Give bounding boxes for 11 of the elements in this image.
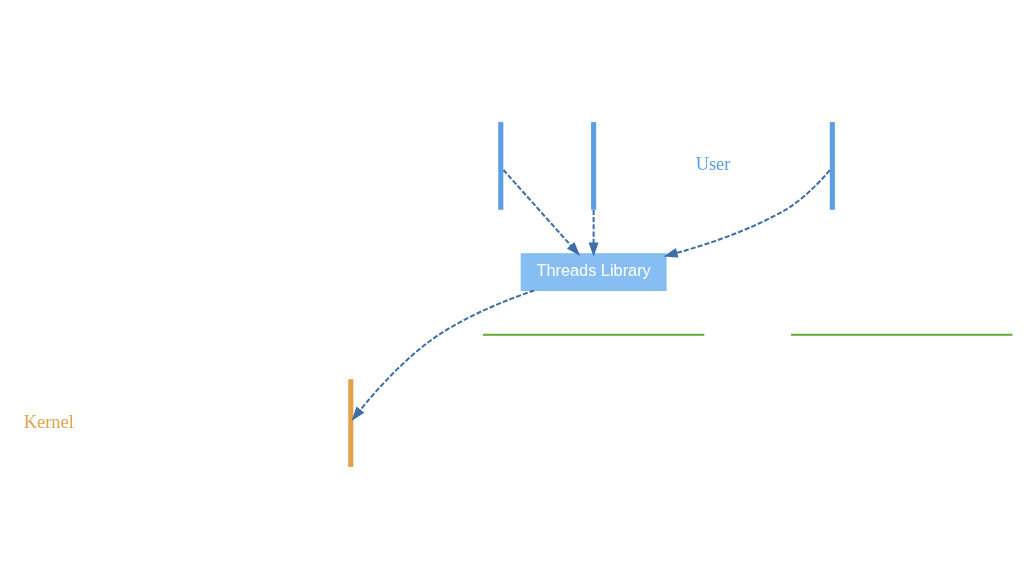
node-box: Threads Library [520, 252, 667, 291]
node-line [591, 121, 597, 210]
node-line [348, 378, 354, 467]
node-line [498, 121, 504, 210]
arrow [502, 168, 581, 256]
label: User [695, 153, 731, 174]
arrow [351, 288, 535, 421]
node-line [829, 121, 835, 210]
arrow [588, 209, 599, 257]
arrow [663, 169, 831, 258]
label: Kernel [23, 411, 74, 432]
